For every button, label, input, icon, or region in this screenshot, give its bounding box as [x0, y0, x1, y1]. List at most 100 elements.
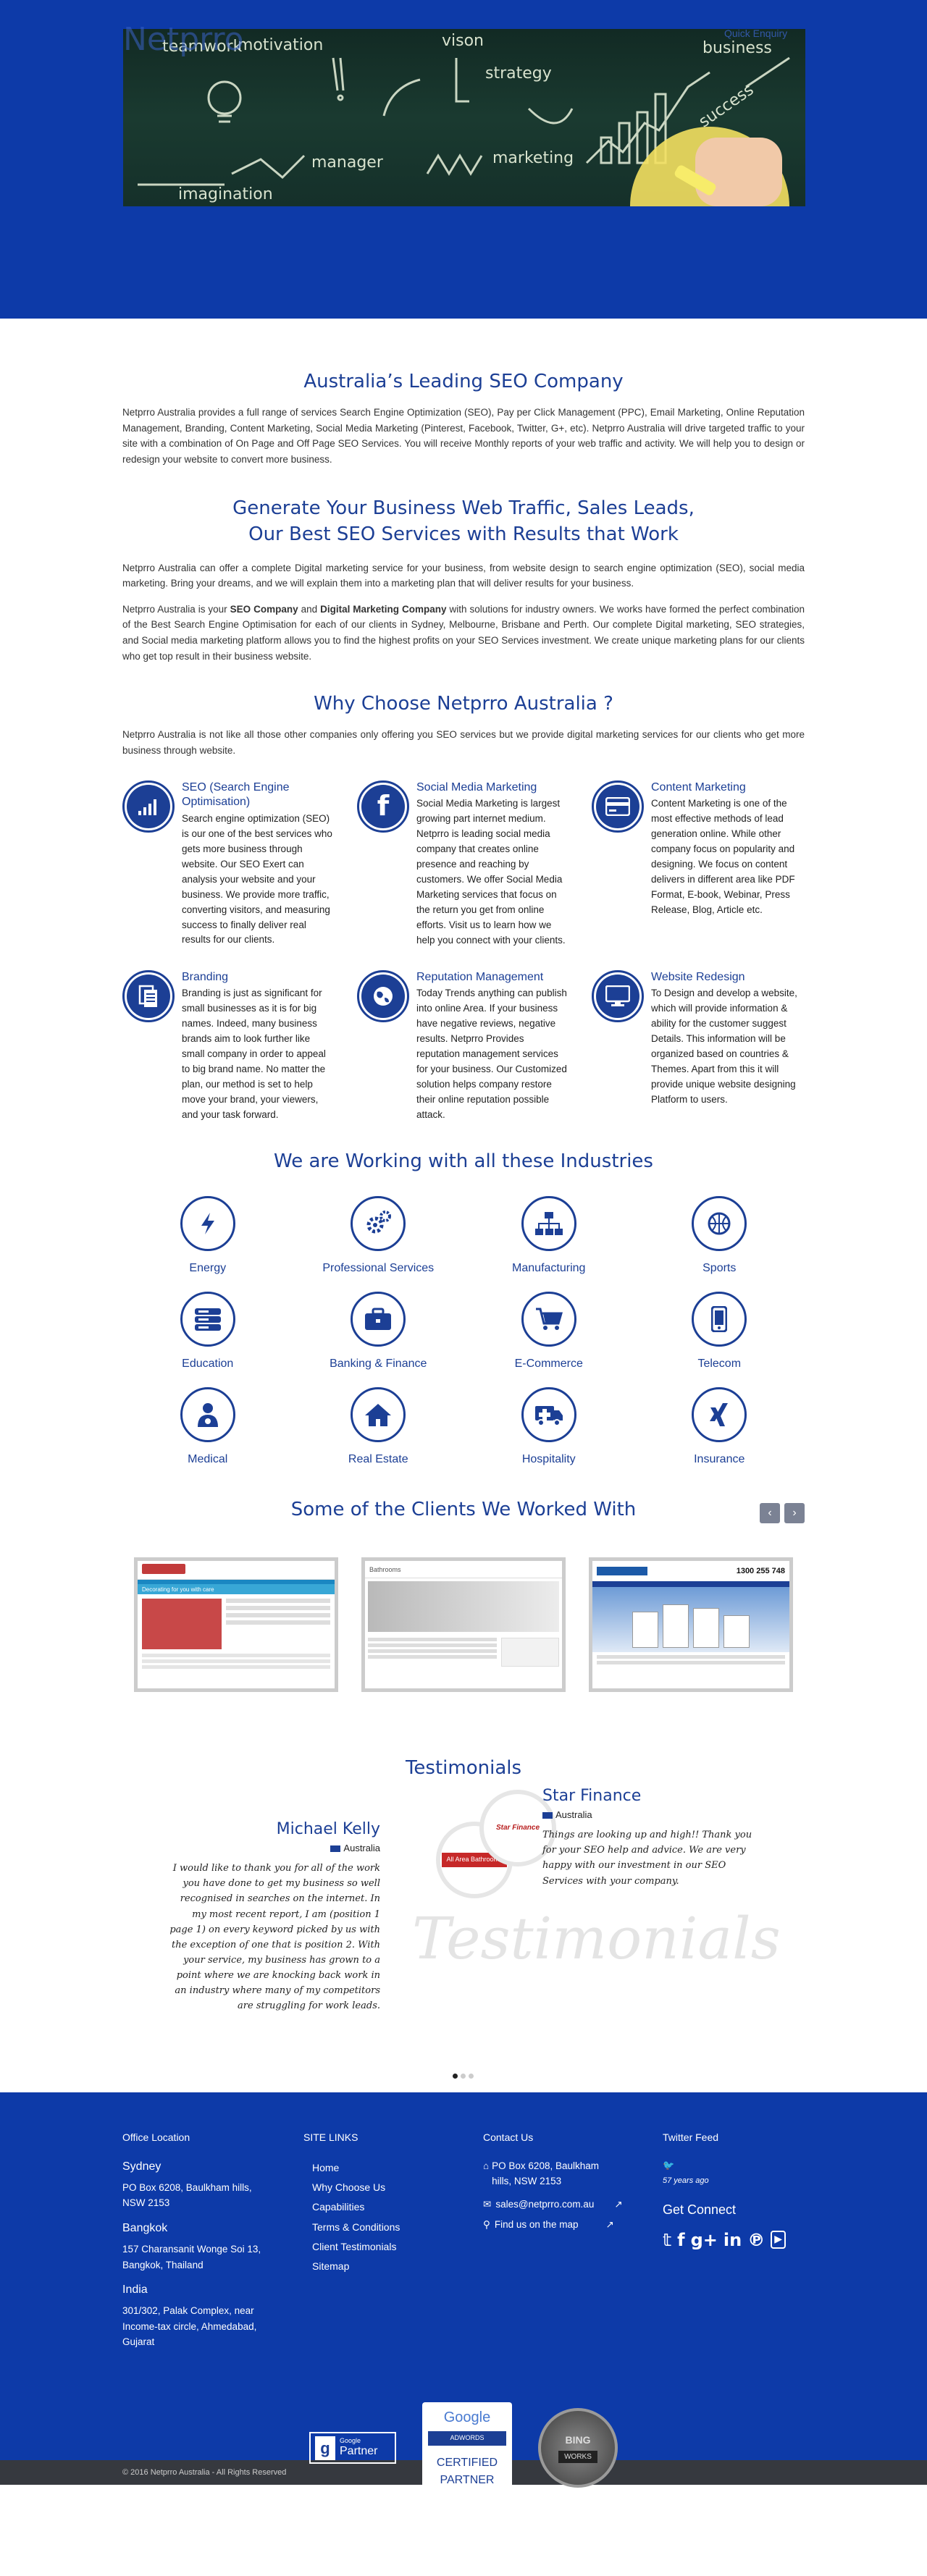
- testimonials-slider: Testimonials All Area Bathrooms Star Fin…: [122, 1781, 805, 2092]
- hero-banner: teamwork motivation vison strategy busin…: [0, 0, 927, 319]
- service-title[interactable]: Social Media Marketing: [416, 780, 537, 794]
- industry-real-estate[interactable]: Real Estate: [293, 1386, 464, 1468]
- client-screenshot[interactable]: 1300 255 748: [589, 1557, 793, 1692]
- quick-enquiry-link[interactable]: Quick Enquiry: [724, 28, 788, 39]
- footer-link-home[interactable]: Home: [312, 2161, 340, 2173]
- pinterest-icon[interactable]: ℗: [747, 2229, 765, 2250]
- slider-dot-active[interactable]: [453, 2073, 458, 2079]
- service-title[interactable]: Reputation Management: [416, 970, 544, 983]
- globe-icon: [357, 969, 409, 1022]
- industry-hospitality[interactable]: Hospitality: [464, 1386, 634, 1468]
- service-title[interactable]: Content Marketing: [651, 780, 746, 794]
- linkedin-icon[interactable]: in: [723, 2229, 742, 2250]
- testimonial-country: Australia: [542, 1808, 757, 1822]
- industry-insurance[interactable]: Insurance: [634, 1386, 805, 1468]
- industry-label: Energy: [189, 1261, 227, 1274]
- industry-label: Professional Services: [322, 1261, 435, 1274]
- client-site-phone: 1300 255 748: [736, 1566, 785, 1575]
- industry-telecom[interactable]: Telecom: [634, 1291, 805, 1373]
- sitemap-icon: [521, 1195, 576, 1251]
- adwords-certified-badge: Google ADWORDS CERTIFIED PARTNER: [422, 2402, 512, 2494]
- hero-doodle-text: marketing: [492, 149, 574, 167]
- service-title[interactable]: Branding: [182, 970, 229, 983]
- testimonial-left: Michael Kelly Australia I would like to …: [166, 1817, 380, 2013]
- clients-title: Some of the Clients We Worked With: [290, 1498, 637, 1520]
- footer-link-why-choose-us[interactable]: Why Choose Us: [312, 2181, 386, 2194]
- external-link-icon: ↗: [605, 2218, 614, 2230]
- hero-image: teamwork motivation vison strategy busin…: [123, 29, 805, 206]
- contact-address: ⌂PO Box 6208, Baulkham hills, NSW 2153: [483, 2158, 613, 2189]
- contact-map-text[interactable]: Find us on the map: [494, 2218, 579, 2230]
- home-icon: ⌂: [483, 2160, 490, 2171]
- client-screenshot[interactable]: Decorating for you with care: [134, 1557, 338, 1692]
- service-website-redesign[interactable]: Website Redesign To Design and develop a …: [592, 969, 805, 1123]
- twitter-icon[interactable]: 𝕥: [663, 2229, 672, 2250]
- industry-sports[interactable]: Sports: [634, 1195, 805, 1277]
- slider-dot[interactable]: [461, 2073, 466, 2079]
- industry-label: Education: [182, 1357, 234, 1370]
- industry-professional-services[interactable]: Professional Services: [293, 1195, 464, 1277]
- why-text: Netprro Australia is not like all those …: [122, 729, 805, 756]
- footer-link-testimonials[interactable]: Client Testimonials: [312, 2241, 397, 2253]
- contact-map[interactable]: ⚲Find us on the map↗: [483, 2217, 663, 2233]
- youtube-icon[interactable]: ▶: [771, 2231, 787, 2249]
- office-address: PO Box 6208, Baulkham hills, NSW 2153: [122, 2181, 252, 2209]
- generate-title-line2: Our Best SEO Services with Results that …: [248, 523, 679, 545]
- footer-link-terms[interactable]: Terms & Conditions: [312, 2221, 400, 2233]
- service-seo[interactable]: SEO (Search Engine Optimisation) Search e…: [122, 780, 335, 948]
- hero-doodle-text: strategy: [485, 64, 552, 83]
- bing-works-badge: BING WORKS: [538, 2408, 618, 2488]
- intro-title: Australia’s Leading SEO Company: [303, 371, 624, 392]
- client-screenshot[interactable]: Bathrooms: [361, 1557, 566, 1692]
- carousel-prev-button[interactable]: ‹: [760, 1502, 780, 1523]
- contact-email[interactable]: ✉sales@netprro.com.au↗: [483, 2197, 663, 2213]
- slider-dots: [453, 2073, 474, 2079]
- copyright-bar: © 2016 Netprro Australia - All Rights Re…: [0, 2459, 927, 2485]
- server-icon: [180, 1291, 235, 1347]
- hero-doodle-text: manager: [311, 153, 383, 172]
- contact-email-text[interactable]: sales@netprro.com.au: [495, 2199, 595, 2210]
- basketball-icon: [692, 1195, 747, 1251]
- service-title[interactable]: Website Redesign: [651, 970, 745, 983]
- badge-text: CERTIFIED: [436, 2456, 498, 2469]
- country-label: Australia: [555, 1809, 592, 1820]
- generate-title-line1: Generate Your Business Web Traffic, Sale…: [232, 497, 695, 520]
- industry-ecommerce[interactable]: E-Commerce: [464, 1291, 634, 1373]
- footer-link-capabilities[interactable]: Capabilities: [312, 2201, 365, 2213]
- generate-text-2: Netprro Australia is your SEO Company an…: [122, 602, 805, 664]
- service-text: Content Marketing is one of the most eff…: [651, 798, 795, 915]
- footer-heading: Get Connect: [663, 2202, 737, 2217]
- service-text: To Design and develop a website, which w…: [651, 988, 797, 1105]
- industry-manufacturing[interactable]: Manufacturing: [464, 1195, 634, 1277]
- industry-label: E-Commerce: [514, 1357, 583, 1370]
- document-icon: [122, 969, 175, 1022]
- footer-contact: Contact Us ⌂PO Box 6208, Baulkham hills,…: [483, 2130, 663, 2350]
- twitter-bird-icon[interactable]: 🐦: [663, 2159, 675, 2171]
- carousel-next-button[interactable]: ›: [784, 1502, 805, 1523]
- office-city: Sydney: [122, 2160, 162, 2173]
- service-text: Branding is just as significant for smal…: [182, 988, 326, 1120]
- footer-link-sitemap[interactable]: Sitemap: [312, 2260, 350, 2273]
- google-plus-icon[interactable]: g+: [690, 2229, 718, 2250]
- industry-banking-finance[interactable]: Banking & Finance: [293, 1291, 464, 1373]
- industry-medical[interactable]: Medical: [122, 1386, 293, 1468]
- industry-energy[interactable]: Energy: [122, 1195, 293, 1277]
- footer-links: SITE LINKS Home Why Choose Us Capabiliti…: [303, 2130, 483, 2350]
- industry-education[interactable]: Education: [122, 1291, 293, 1373]
- service-text: Search engine optimization (SEO) is our …: [182, 813, 332, 946]
- testimonials-title: Testimonials: [405, 1756, 522, 1779]
- xing-icon: [692, 1386, 747, 1442]
- service-title[interactable]: SEO (Search Engine Optimisation): [182, 780, 290, 809]
- industry-label: Real Estate: [348, 1452, 408, 1465]
- facebook-icon[interactable]: f: [677, 2229, 685, 2250]
- footer-heading: Contact Us: [483, 2131, 534, 2143]
- briefcase-icon: [351, 1291, 406, 1347]
- slider-dot[interactable]: [469, 2073, 474, 2079]
- testimonial-country: Australia: [166, 1841, 380, 1856]
- site-logo[interactable]: Netprro: [123, 21, 244, 58]
- clients-header: Some of the Clients We Worked With ‹ ›: [122, 1497, 805, 1523]
